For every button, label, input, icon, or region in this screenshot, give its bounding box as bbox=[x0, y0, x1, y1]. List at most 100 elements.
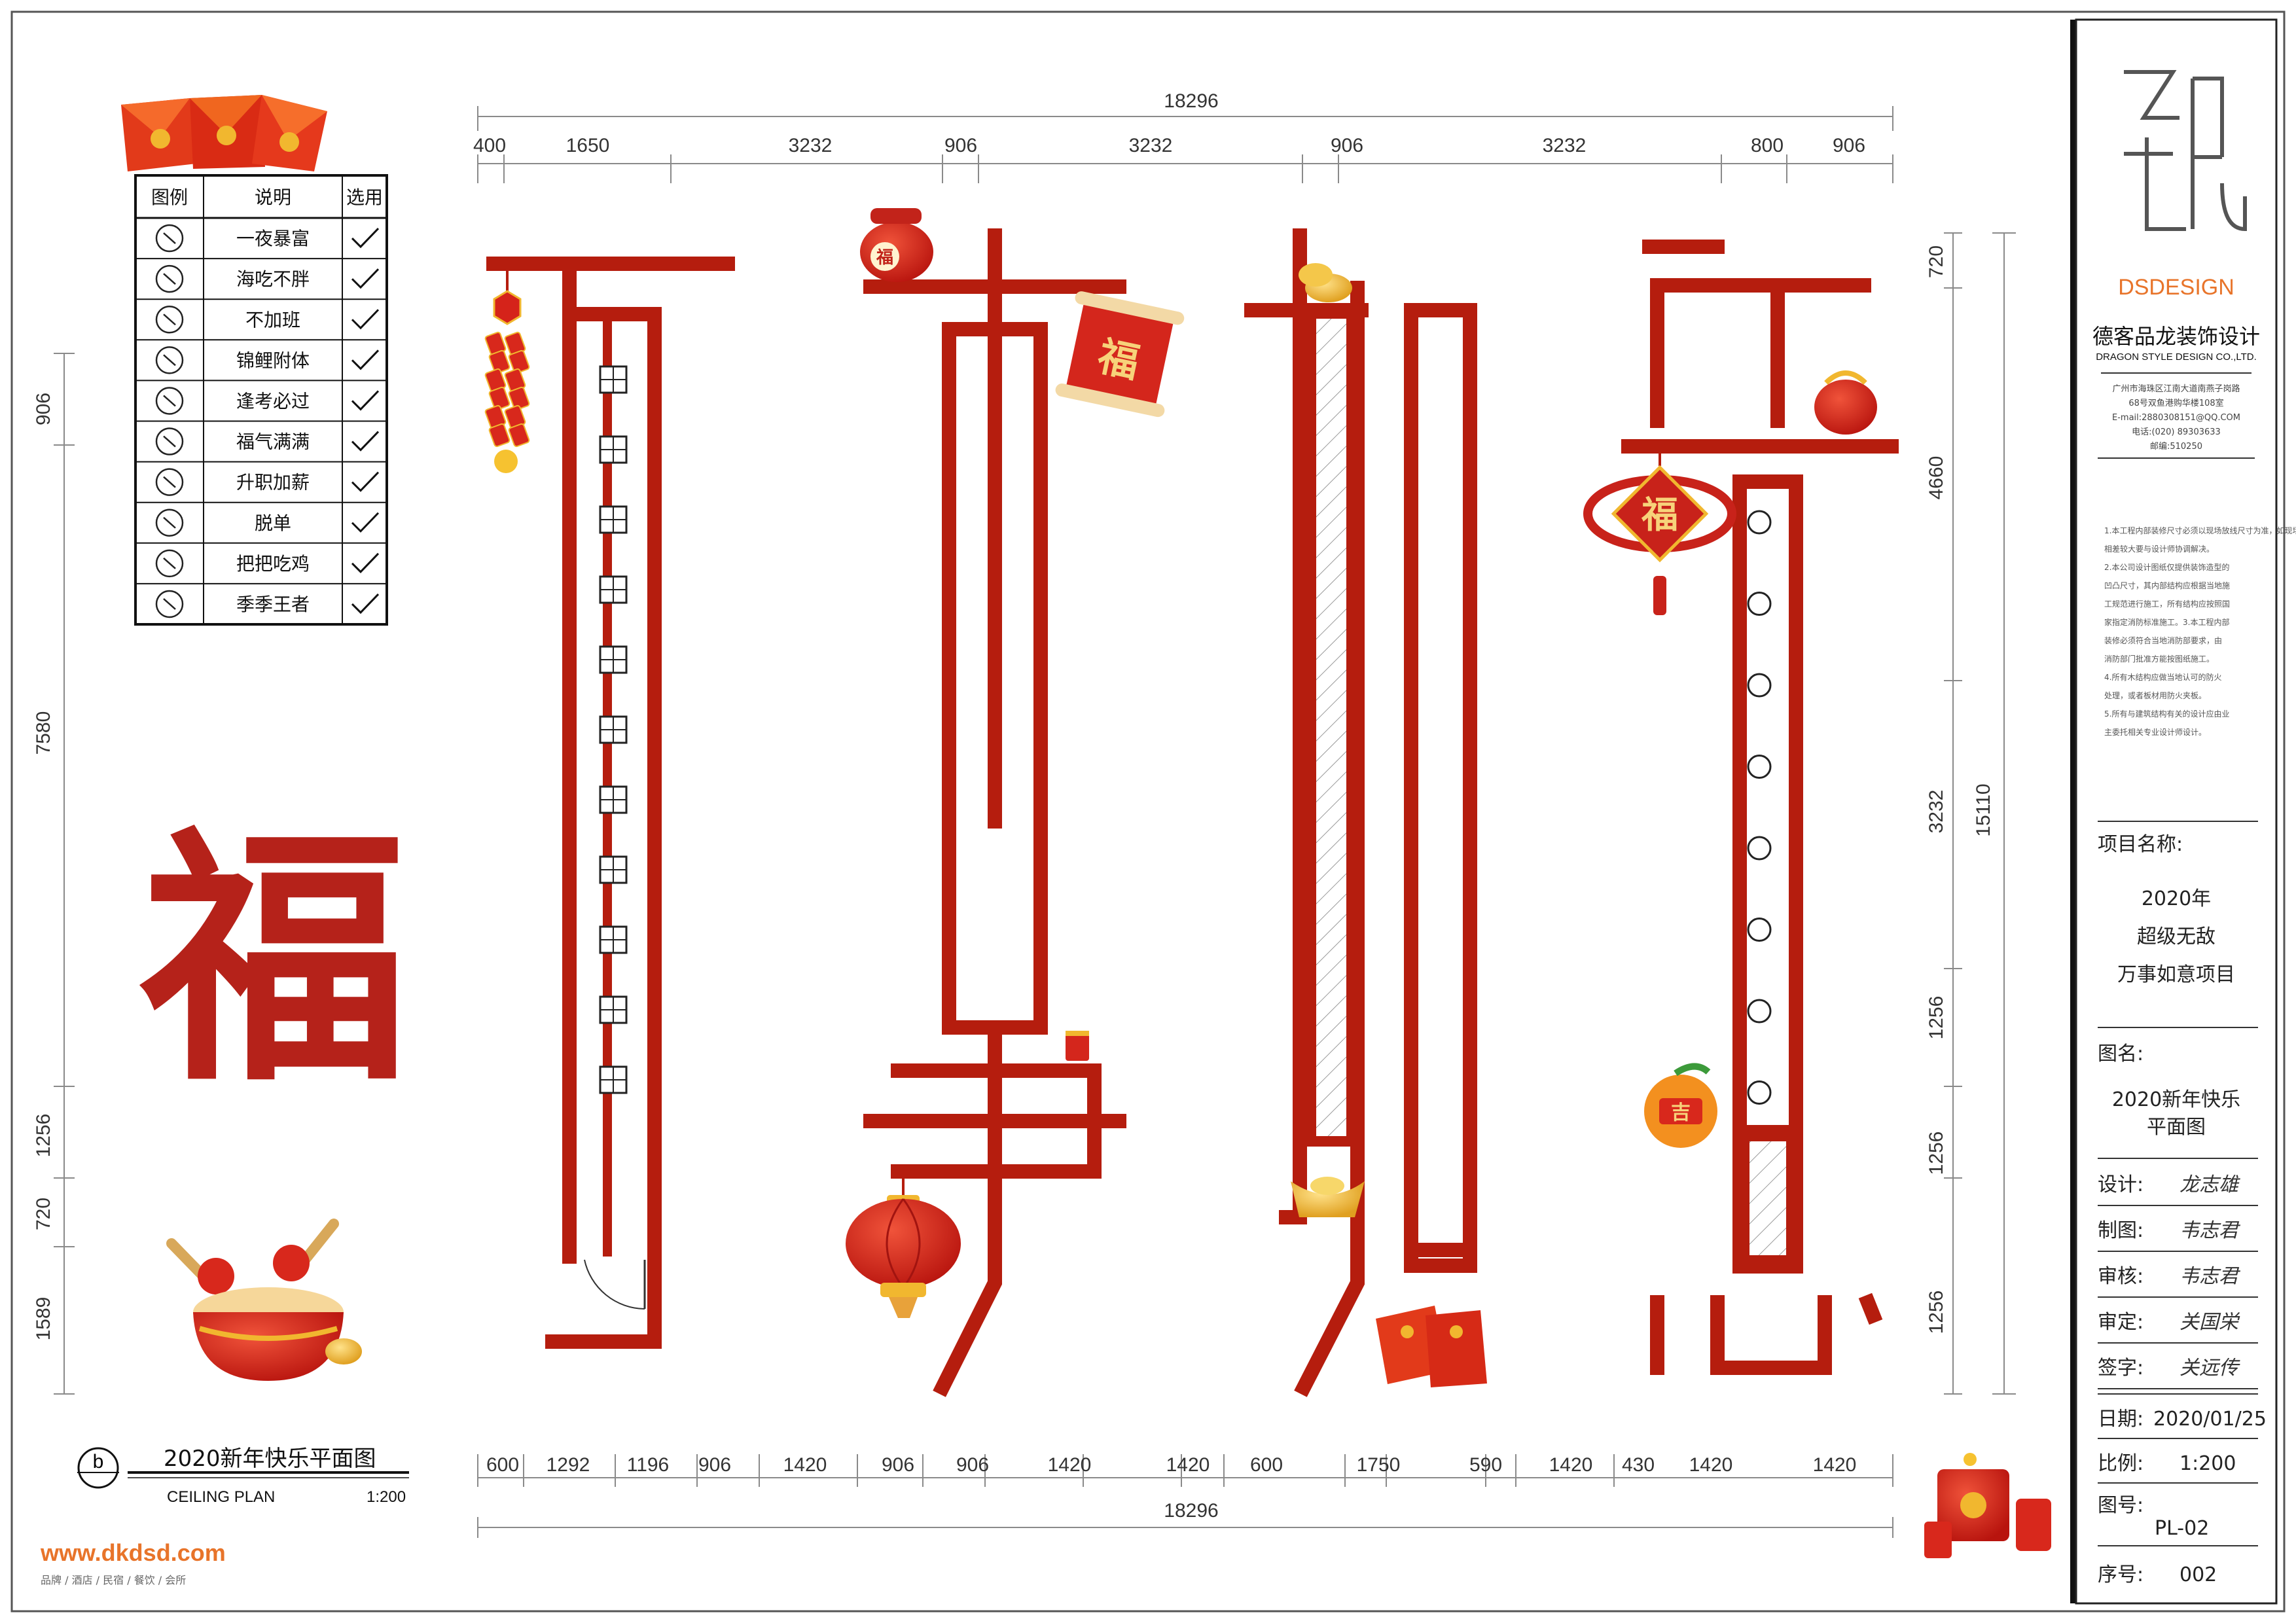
bottom-dim-label: 1420 bbox=[783, 1454, 827, 1476]
person-icon bbox=[155, 306, 184, 334]
sheet-outer-border bbox=[10, 10, 2286, 1613]
construction-note-line: 4.所有木结构应做当地认可的防火 bbox=[2104, 672, 2221, 682]
legend-header-desc: 说明 bbox=[255, 187, 291, 208]
check-icon bbox=[351, 552, 380, 573]
firecracker-piece bbox=[508, 386, 530, 411]
gold-coins-decoration bbox=[1299, 263, 1352, 302]
approval-label: 签字: bbox=[2098, 1357, 2144, 1380]
bottom-dim-label: 430 bbox=[1622, 1454, 1655, 1476]
construction-note-line: 装修必须符合当地消防部要求，由 bbox=[2104, 635, 2222, 645]
construction-note-line: 处理，或者板材用防火夹板。 bbox=[2104, 690, 2206, 700]
company-address-line: 邮编:510250 bbox=[2150, 442, 2202, 452]
fu-icon bbox=[155, 427, 184, 455]
red-envelopes-decoration bbox=[121, 95, 327, 171]
top-dim-label: 1650 bbox=[566, 135, 610, 156]
ceiling-downlight bbox=[1747, 510, 1772, 535]
project-label: 项目名称: bbox=[2098, 833, 2183, 856]
big-fu-character: 福 bbox=[137, 802, 409, 1117]
orange-ji: 吉 bbox=[1671, 1101, 1691, 1124]
legend-row-label: 脱单 bbox=[255, 512, 291, 534]
right-dim-label: 1256 bbox=[1926, 996, 1947, 1040]
jar-icon bbox=[155, 508, 184, 537]
construction-note-line: 主委托相关专业设计师设计。 bbox=[2104, 727, 2206, 737]
legend-row-label: 升职加薪 bbox=[236, 472, 310, 493]
plan-title-scale: 1:200 bbox=[367, 1488, 406, 1506]
bottom-dim-label: 600 bbox=[486, 1454, 519, 1476]
bottom-dim-label: 1420 bbox=[1813, 1454, 1857, 1476]
red-envelopes-bottom bbox=[1376, 1306, 1487, 1387]
company-name-en: DRAGON STYLE DESIGN CO.,LTD. bbox=[2096, 351, 2257, 363]
legend-row-label: 海吃不胖 bbox=[236, 268, 310, 290]
bottom-dim-label: 906 bbox=[882, 1454, 914, 1476]
check-icon bbox=[351, 390, 380, 411]
bottom-dim-label: 1420 bbox=[1549, 1454, 1593, 1476]
knot-fu: 福 bbox=[1641, 494, 1678, 537]
firecracker-decoration bbox=[484, 265, 530, 473]
wall-character-3 bbox=[1244, 228, 1477, 1397]
bottom-total-dim: 18296 bbox=[1164, 1500, 1218, 1522]
construction-note-line: 家指定消防标准施工。3.本工程内部 bbox=[2104, 617, 2229, 627]
right-dim-label: 3232 bbox=[1926, 790, 1947, 834]
right-dim-label: 720 bbox=[1926, 245, 1947, 278]
fortune-bag-decoration: 福 bbox=[860, 208, 933, 282]
approval-signature: 韦志君 bbox=[2179, 1219, 2241, 1242]
fortune-bag-fu: 福 bbox=[876, 248, 893, 268]
legend-row-label: 季季王者 bbox=[236, 594, 310, 615]
legend-header-icon: 图例 bbox=[151, 187, 188, 208]
approval-label: 审定: bbox=[2098, 1311, 2144, 1334]
scale-value: 1:200 bbox=[2179, 1452, 2236, 1475]
firecracker-piece bbox=[508, 423, 530, 448]
gift-bag-decoration bbox=[1814, 370, 1877, 435]
top-dim-label: 3232 bbox=[1543, 135, 1587, 156]
ceiling-downlight bbox=[1747, 918, 1772, 942]
right-dim-label: 1256 bbox=[1926, 1132, 1947, 1175]
top-dim-label: 906 bbox=[944, 135, 977, 156]
company-address-line: 68号双鱼港购华楼108室 bbox=[2128, 398, 2223, 408]
construction-note-line: 2.本公司设计图纸仅提供装饰造型的 bbox=[2104, 562, 2229, 572]
right-dim-label: 1256 bbox=[1926, 1291, 1947, 1334]
plan-title-text: 2020新年快乐平面图 bbox=[164, 1446, 376, 1472]
pen-icon bbox=[155, 387, 184, 415]
left-dim-label: 1589 bbox=[33, 1297, 54, 1341]
approval-signature: 龙志雄 bbox=[2179, 1173, 2240, 1196]
bottom-dim-label: 1292 bbox=[547, 1454, 590, 1476]
check-icon bbox=[351, 228, 380, 249]
construction-note-line: 5.所有与建筑结构有关的设计应由业 bbox=[2104, 709, 2229, 719]
approval-label: 制图: bbox=[2098, 1219, 2144, 1242]
bottom-dim-label: 1420 bbox=[1048, 1454, 1092, 1476]
approval-signature: 关远传 bbox=[2179, 1357, 2240, 1380]
top-dim-label: 800 bbox=[1751, 135, 1784, 156]
plan-title-subtitle: CEILING PLAN bbox=[167, 1488, 275, 1506]
hatched-panel-2 bbox=[1739, 1131, 1797, 1266]
top-dim-label: 400 bbox=[473, 135, 506, 156]
scroll-decoration: 福 bbox=[1055, 291, 1185, 418]
company-name-cn: 德客品龙装饰设计 bbox=[2092, 324, 2260, 349]
date-label: 日期: bbox=[2098, 1408, 2144, 1431]
check-icon bbox=[351, 471, 380, 492]
promotion-icon bbox=[155, 468, 184, 496]
hatched-panel-1 bbox=[1306, 308, 1357, 1147]
approval-signature: 关国栄 bbox=[2179, 1311, 2240, 1334]
project-name-line: 超级无敌 bbox=[2137, 925, 2215, 948]
small-firecracker bbox=[1066, 1031, 1089, 1061]
bottom-dim-label: 906 bbox=[698, 1454, 731, 1476]
company-address-line: E-mail:2880308151@QQ.COM bbox=[2112, 413, 2240, 423]
plan-title-badge: b bbox=[93, 1451, 104, 1472]
bottom-dim-label: 1420 bbox=[1166, 1454, 1210, 1476]
firecracker-piece bbox=[508, 349, 530, 374]
left-dim-label: 720 bbox=[33, 1198, 54, 1230]
bottom-dim-label: 1196 bbox=[627, 1454, 670, 1476]
ceiling-downlight bbox=[1747, 836, 1772, 861]
ceiling-downlight bbox=[1747, 755, 1772, 779]
seq-value: 002 bbox=[2179, 1563, 2217, 1586]
ceiling-downlight bbox=[1747, 592, 1772, 616]
ceiling-downlight bbox=[1747, 673, 1772, 698]
company-address-line: 广州市海珠区江南大道南燕子岗路 bbox=[2112, 383, 2240, 394]
firecracker-piece bbox=[488, 349, 511, 374]
target-icon bbox=[155, 590, 184, 618]
legend-row-label: 不加班 bbox=[245, 309, 300, 330]
date-value: 2020/01/25 bbox=[2153, 1408, 2267, 1431]
top-total-dim: 18296 bbox=[1164, 90, 1218, 112]
website-url[interactable]: www.dkdsd.com bbox=[40, 1539, 226, 1566]
